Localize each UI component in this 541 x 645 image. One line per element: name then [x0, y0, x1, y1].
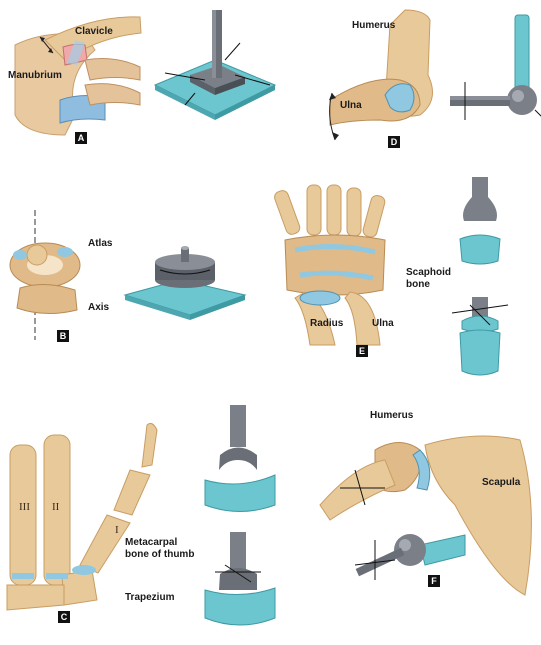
digit-i: I: [115, 524, 119, 536]
label-humerus-d: Humerus: [352, 20, 395, 31]
label-clavicle: Clavicle: [75, 26, 113, 37]
label-scapula: Scapula: [482, 477, 520, 488]
label-humerus-f: Humerus: [370, 410, 413, 421]
ball-socket-model: [350, 520, 470, 590]
panel-tag-b: B: [57, 330, 69, 342]
label-metacarpal: Metacarpal bone of thumb: [125, 537, 194, 561]
pivot-joint-model: [120, 240, 250, 330]
label-trapezium: Trapezium: [125, 592, 174, 603]
digit-ii: II: [52, 501, 60, 513]
panel-c: III II I Metacarpal bone of thumb Trapez…: [0, 395, 300, 645]
atlantoaxial-illustration: [5, 200, 95, 350]
panel-tag-d: D: [388, 136, 400, 148]
panel-f: Humerus Scapula F: [300, 395, 541, 645]
label-radius-e: Radius: [310, 318, 343, 329]
panel-tag-a: A: [75, 132, 87, 144]
saddle-joint-model: [195, 400, 285, 635]
panel-tag-c: C: [58, 611, 70, 623]
condyloid-joint-model: [450, 175, 510, 385]
label-ulna-e: Ulna: [372, 318, 394, 329]
panel-d: Humerus Ulna D: [300, 0, 541, 150]
hinge-joint-model: [445, 10, 541, 140]
label-scaphoid: Scaphoid bone: [406, 267, 451, 291]
label-ulna-d: Ulna: [340, 100, 362, 111]
panel-tag-e: E: [356, 345, 368, 357]
panel-e: Scaphoid bone Radius Ulna E: [260, 175, 541, 375]
label-scaphoid-text: Scaphoid bone: [406, 267, 451, 290]
label-atlas: Atlas: [88, 238, 112, 249]
panel-b: Atlas Axis B: [0, 190, 270, 360]
panel-a: Clavicle Manubrium A: [0, 0, 270, 150]
label-axis: Axis: [88, 302, 109, 313]
digit-iii: III: [19, 501, 30, 513]
label-manubrium: Manubrium: [8, 70, 62, 81]
plane-joint-model: [145, 5, 275, 135]
label-metacarpal-text: Metacarpal bone of thumb: [125, 537, 194, 560]
